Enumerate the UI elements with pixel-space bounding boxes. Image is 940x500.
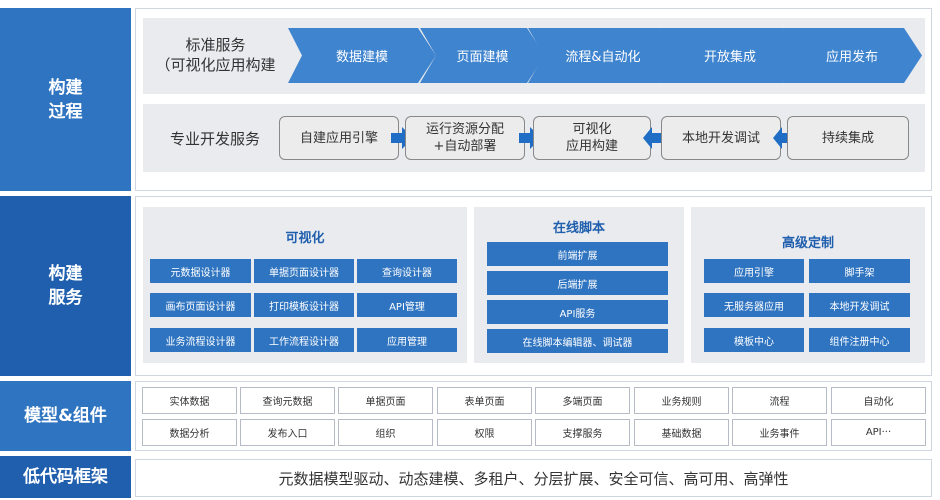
process-step-label: 应用发布 — [825, 50, 878, 65]
chevron-shape — [420, 28, 545, 83]
pro-dev-service-label: 专业开发服务 — [169, 130, 260, 148]
component-chip: API··· — [831, 419, 926, 446]
visual-item: 画布页面设计器 — [150, 293, 251, 317]
section-label-lowcode-framework: 低代码框架 — [0, 456, 131, 498]
visual-item: 元数据设计器 — [150, 259, 251, 283]
component-chip: 实体数据 — [142, 387, 237, 414]
component-chip: 自动化 — [831, 387, 926, 414]
pro-dev-step: 持续集成 — [787, 116, 909, 160]
section-label-build-service: 构建 服务 — [0, 196, 131, 376]
section-label-build-process: 构建 过程 — [0, 8, 131, 191]
process-step: 应用发布 — [782, 28, 922, 83]
visual-item: 查询设计器 — [357, 259, 457, 283]
pro-dev-step: 自建应用引擎 — [279, 116, 399, 160]
visual-item: 应用管理 — [357, 328, 457, 352]
visual-group-title: 可视化 — [285, 231, 325, 246]
chevron-shape — [782, 28, 922, 83]
component-chip: 业务事件 — [732, 419, 827, 446]
chevron-shape — [528, 28, 678, 83]
pro-dev-step: 本地开发调试 — [661, 116, 781, 160]
component-chip: 数据分析 — [142, 419, 237, 446]
process-step-label: 页面建模 — [456, 50, 509, 65]
advanced-item: 模板中心 — [704, 328, 804, 352]
chevron-shape — [288, 28, 436, 83]
visual-item: 业务流程设计器 — [150, 328, 251, 352]
pro-dev-step: 可视化 应用构建 — [533, 116, 651, 160]
visual-item: 单据页面设计器 — [254, 259, 354, 283]
standard-service-label: 标准服务 （可视化应用构建 — [155, 36, 276, 74]
component-chip: 业务规则 — [634, 387, 729, 414]
component-chip: 多端页面 — [535, 387, 630, 414]
process-step: 数据建模 — [288, 28, 436, 83]
online-script-item: 在线脚本编辑器、调试器 — [487, 329, 668, 353]
component-chip: 组织 — [338, 419, 433, 446]
component-chip: 权限 — [437, 419, 532, 446]
advanced-item: 组件注册中心 — [809, 328, 910, 352]
framework-description: 元数据模型驱动、动态建模、多租户、分层扩展、安全可信、高可用、高弹性 — [135, 459, 932, 497]
component-chip: 发布入口 — [240, 419, 335, 446]
process-step-label: 开放集成 — [703, 50, 756, 65]
section-label-model-component: 模型&组件 — [0, 381, 131, 451]
process-step-label: 流程&自动化 — [565, 50, 641, 65]
online-script-item: 前端扩展 — [487, 242, 668, 266]
online-script-item: 后端扩展 — [487, 271, 668, 295]
process-step: 流程&自动化 — [528, 28, 678, 83]
component-chip: 基础数据 — [634, 419, 729, 446]
advanced-item: 脚手架 — [809, 259, 910, 283]
visual-item: 打印模板设计器 — [254, 293, 354, 317]
component-chip: 支撑服务 — [535, 419, 630, 446]
process-step: 页面建模 — [420, 28, 545, 83]
component-chip: 表单页面 — [437, 387, 532, 414]
online-script-group-title: 在线脚本 — [552, 221, 605, 236]
advanced-group-title: 高级定制 — [781, 236, 834, 251]
pro-dev-step: 运行资源分配 +自动部署 — [405, 116, 525, 160]
advanced-item: 应用引擎 — [704, 259, 804, 283]
chevron-shape — [660, 28, 800, 83]
visual-item: 工作流程设计器 — [254, 328, 354, 352]
visual-item: API管理 — [357, 293, 457, 317]
process-step: 开放集成 — [660, 28, 800, 83]
process-step-label: 数据建模 — [335, 50, 388, 65]
component-chip: 单据页面 — [338, 387, 433, 414]
component-chip: 查询元数据 — [240, 387, 335, 414]
online-script-item: API服务 — [487, 300, 668, 324]
component-chip: 流程 — [732, 387, 827, 414]
advanced-item: 无服务器应用 — [704, 293, 804, 317]
advanced-item: 本地开发调试 — [809, 293, 910, 317]
